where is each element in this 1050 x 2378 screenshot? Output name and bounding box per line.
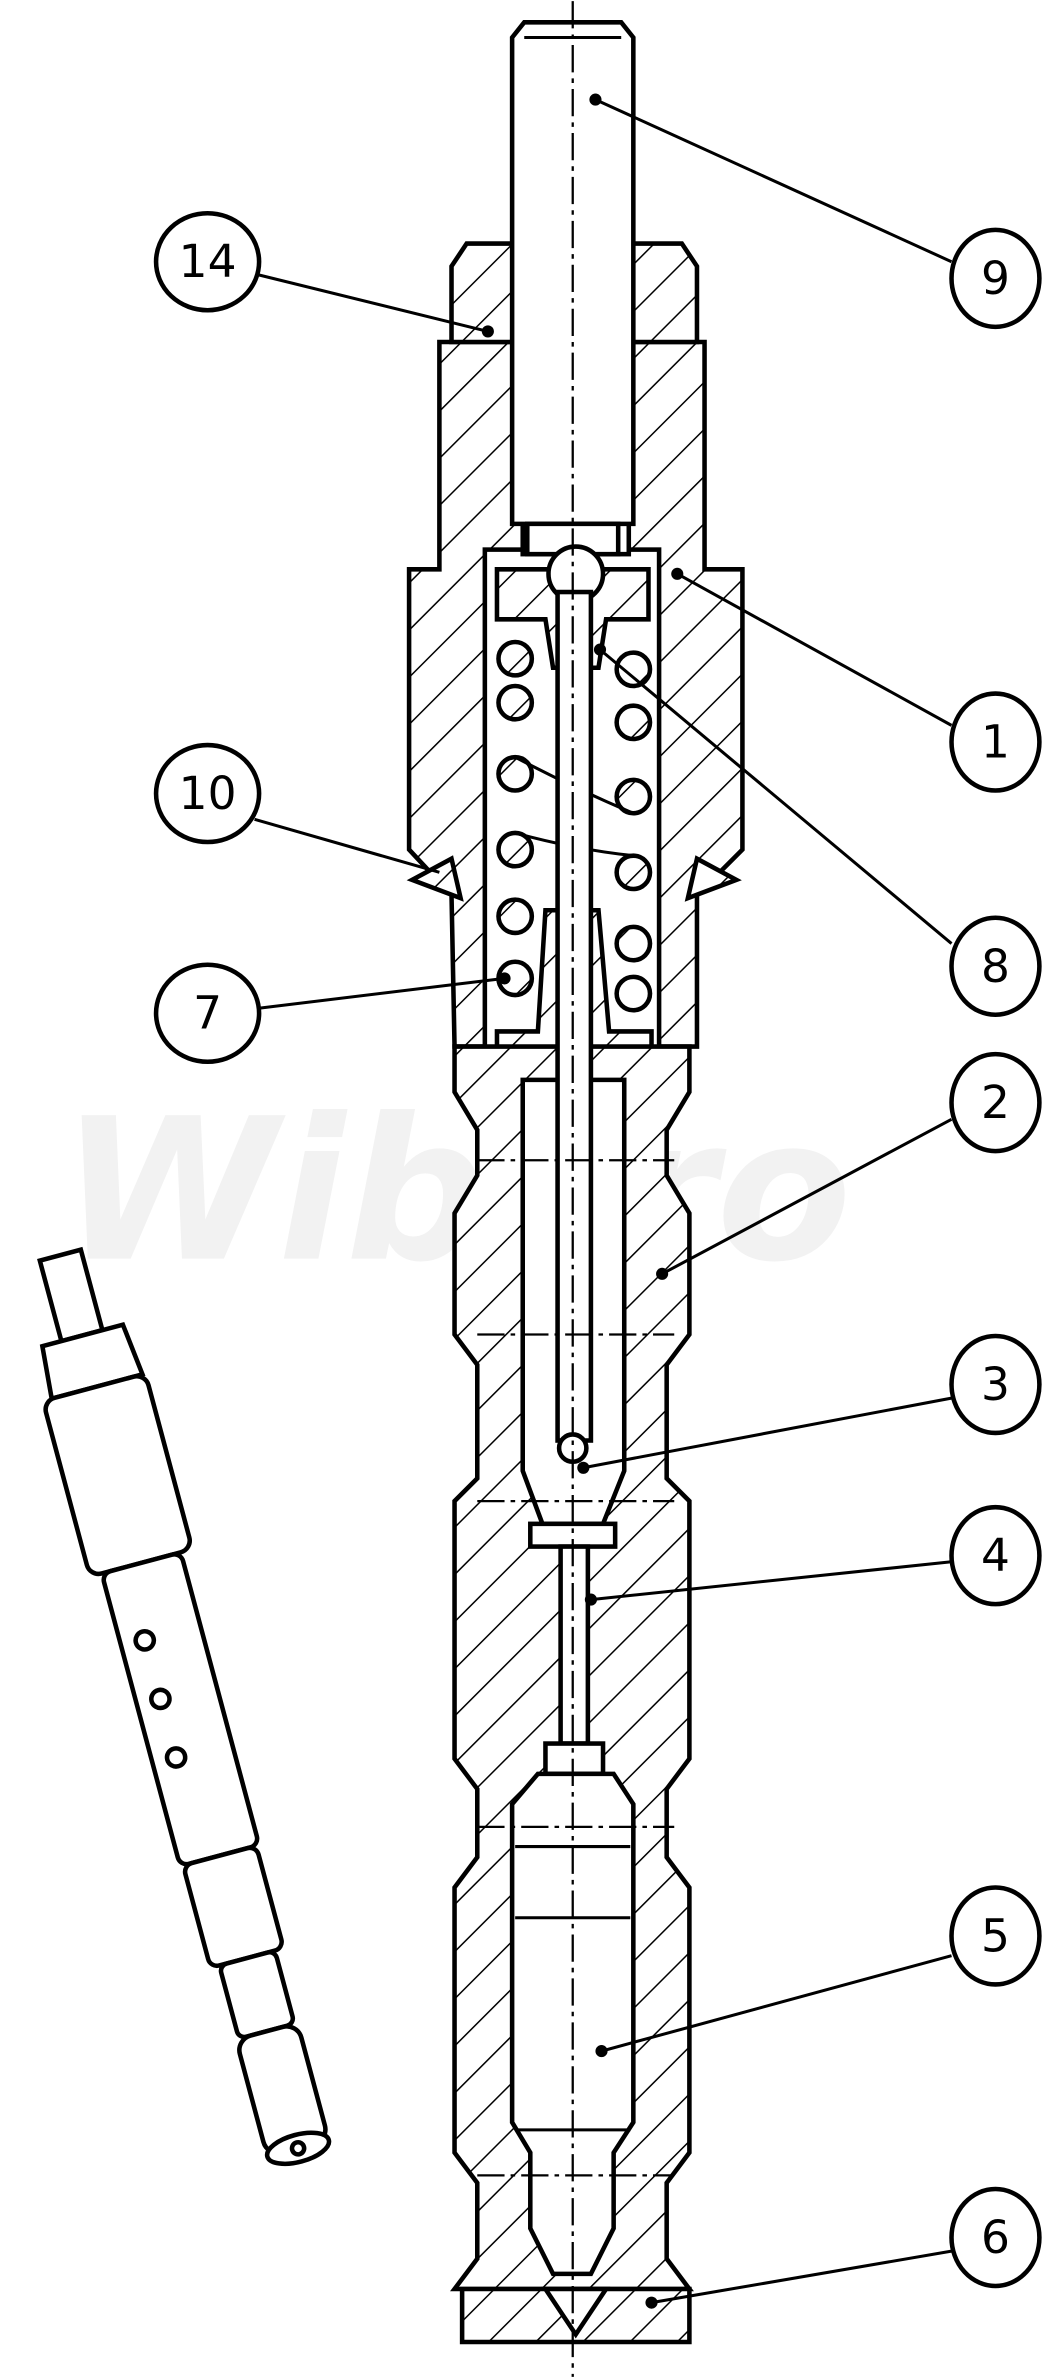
svg-text:1: 1 [981,716,1010,769]
balloon-2: 2 [949,1051,1042,1154]
svg-text:7: 7 [193,987,222,1040]
spring [496,639,653,1013]
svg-text:14: 14 [179,235,237,288]
balloon-14: 14 [153,210,262,313]
leader-dots [481,93,684,2309]
svg-text:9: 9 [981,252,1010,305]
balloon-3: 3 [949,1333,1042,1436]
isometric-part-view [37,1246,332,2167]
svg-text:4: 4 [981,1529,1010,1582]
balloon-5: 5 [949,1885,1042,1987]
svg-text:10: 10 [179,767,237,820]
svg-text:2: 2 [981,1076,1010,1129]
balloon-9: 9 [949,227,1042,330]
svg-text:6: 6 [981,2211,1010,2264]
svg-text:3: 3 [981,1358,1010,1411]
stem [555,589,594,1443]
seal-ring-left [406,855,464,902]
balloon-4: 4 [949,1504,1042,1607]
svg-text:8: 8 [981,940,1010,993]
balloon-8: 8 [949,915,1042,1018]
balloon-1: 1 [949,691,1042,793]
pin [558,1544,591,1746]
balloon-10: 10 [153,742,262,845]
balloon-6: 6 [949,2186,1042,2289]
leader-lines [254,98,953,2305]
seal-ring-right [684,855,742,902]
balloon-7: 7 [153,962,262,1064]
svg-text:5: 5 [981,1909,1010,1962]
